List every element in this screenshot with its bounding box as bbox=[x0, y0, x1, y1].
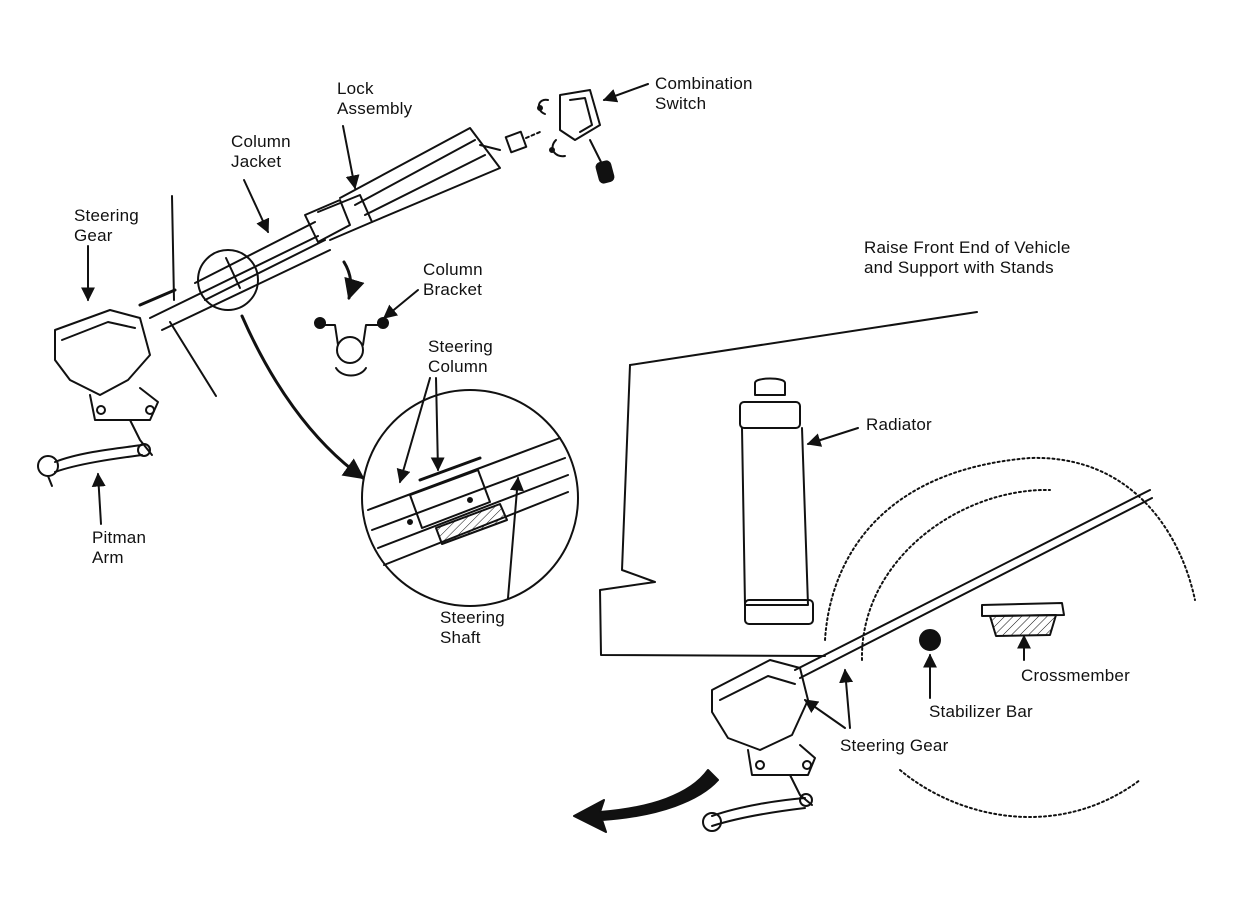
label-column-jacket-2: Jacket bbox=[231, 152, 282, 171]
steering-column-assembly bbox=[140, 128, 540, 396]
label-steering-column-2: Column bbox=[428, 357, 488, 376]
magnified-column-view bbox=[362, 390, 578, 606]
label-lock: Lock bbox=[337, 79, 374, 98]
label-switch: Switch bbox=[655, 94, 707, 113]
combination-switch-illustration bbox=[538, 90, 614, 183]
pitman-arm-illustration bbox=[38, 445, 142, 486]
label-column-bracket-2: Bracket bbox=[423, 280, 483, 299]
label-crossmember: Crossmember bbox=[1021, 666, 1130, 685]
vehicle-front-end bbox=[600, 312, 1195, 817]
label-combination: Combination bbox=[655, 74, 753, 93]
steering-gear-left-illustration bbox=[55, 310, 158, 456]
label-steering-gear-right: Steering Gear bbox=[840, 736, 949, 755]
leader-lines bbox=[81, 84, 1031, 728]
label-column-bracket-1: Column bbox=[423, 260, 483, 279]
label-steering-shaft-1: Steering bbox=[440, 608, 505, 627]
label-steering-column-1: Steering bbox=[428, 337, 493, 356]
column-bracket-illustration bbox=[315, 318, 388, 376]
label-steering-gear-left-1: Steering bbox=[74, 206, 139, 225]
removal-direction-arrow bbox=[574, 770, 718, 832]
label-steering-gear-left-2: Gear bbox=[74, 226, 113, 245]
label-steering-shaft-2: Shaft bbox=[440, 628, 481, 647]
label-column-jacket-1: Column bbox=[231, 132, 291, 151]
crossmember-illustration bbox=[982, 603, 1064, 636]
label-stabilizer-bar: Stabilizer Bar bbox=[929, 702, 1033, 721]
label-raise-front-end-2: and Support with Stands bbox=[864, 258, 1054, 277]
label-raise-front-end-1: Raise Front End of Vehicle bbox=[864, 238, 1071, 257]
label-radiator: Radiator bbox=[866, 415, 932, 434]
stabilizer-bar-illustration bbox=[920, 630, 940, 650]
label-assembly: Assembly bbox=[337, 99, 413, 118]
steering-gear-right-illustration bbox=[703, 660, 815, 831]
label-pitman-arm-2: Arm bbox=[92, 548, 124, 567]
label-pitman-arm-1: Pitman bbox=[92, 528, 147, 547]
